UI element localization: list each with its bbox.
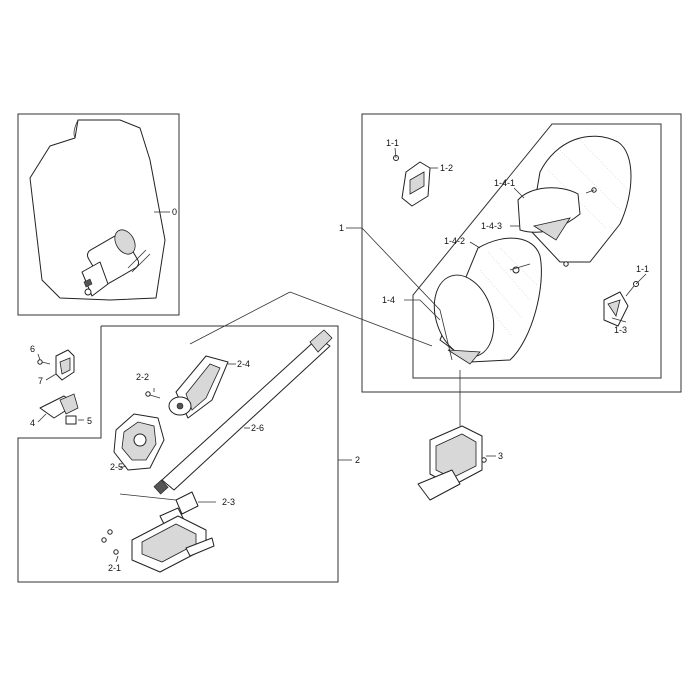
housing-2-5 [113,413,165,471]
part-0-cover-assembly [29,119,166,301]
rear-drum [517,135,632,263]
callout-2: 2 [355,455,360,465]
callout-2-3: 2-3 [222,497,235,507]
bracket-1-3 [603,281,639,327]
callout-2-1: 2-1 [108,563,121,573]
front-drum [433,237,542,365]
callout-1-3: 1-3 [614,325,627,335]
callout-labels: 0 1 1-1 1-2 1-4-1 1-4-3 1-4-2 1-4 1-1 1-… [30,138,649,573]
duct-2-4 [168,355,229,419]
callout-6: 6 [30,344,35,354]
pad-5 [65,415,77,425]
callout-2-4: 2-4 [237,359,250,369]
callout-4: 4 [30,418,35,428]
part-1-drum-assembly [393,135,639,365]
callout-1: 1 [339,223,344,233]
frame-assembly-0 [17,113,180,316]
leader-lines [37,147,647,563]
callout-1-1-right: 1-1 [636,264,649,274]
callout-3: 3 [498,451,503,461]
callout-2-6: 2-6 [251,423,264,433]
callout-7: 7 [38,376,43,386]
callout-2-5: 2-5 [110,462,123,472]
drum-inner-frame [412,123,662,379]
callout-1-1-top: 1-1 [386,138,399,148]
part-2-heater-assembly [101,329,333,573]
motor-unit [81,229,151,297]
callout-1-4-1: 1-4-1 [494,178,515,188]
callout-1-4-2: 1-4-2 [444,236,465,246]
callout-5: 5 [87,416,92,426]
frame-assembly-1 [361,113,682,393]
callout-1-2: 1-2 [440,163,453,173]
bracket-1-2 [393,155,431,207]
callout-2-2: 2-2 [136,372,149,382]
parts-4-5-6-7 [37,349,79,425]
callout-1-4-3: 1-4-3 [481,221,502,231]
tube-2-6 [153,329,333,495]
part-3-mounting-bracket [417,370,487,501]
bracket-2-1 [101,515,215,573]
screw-6 [37,359,43,365]
frame-assembly-2 [17,325,339,583]
callout-1-4: 1-4 [382,295,395,305]
callout-0: 0 [172,207,177,217]
